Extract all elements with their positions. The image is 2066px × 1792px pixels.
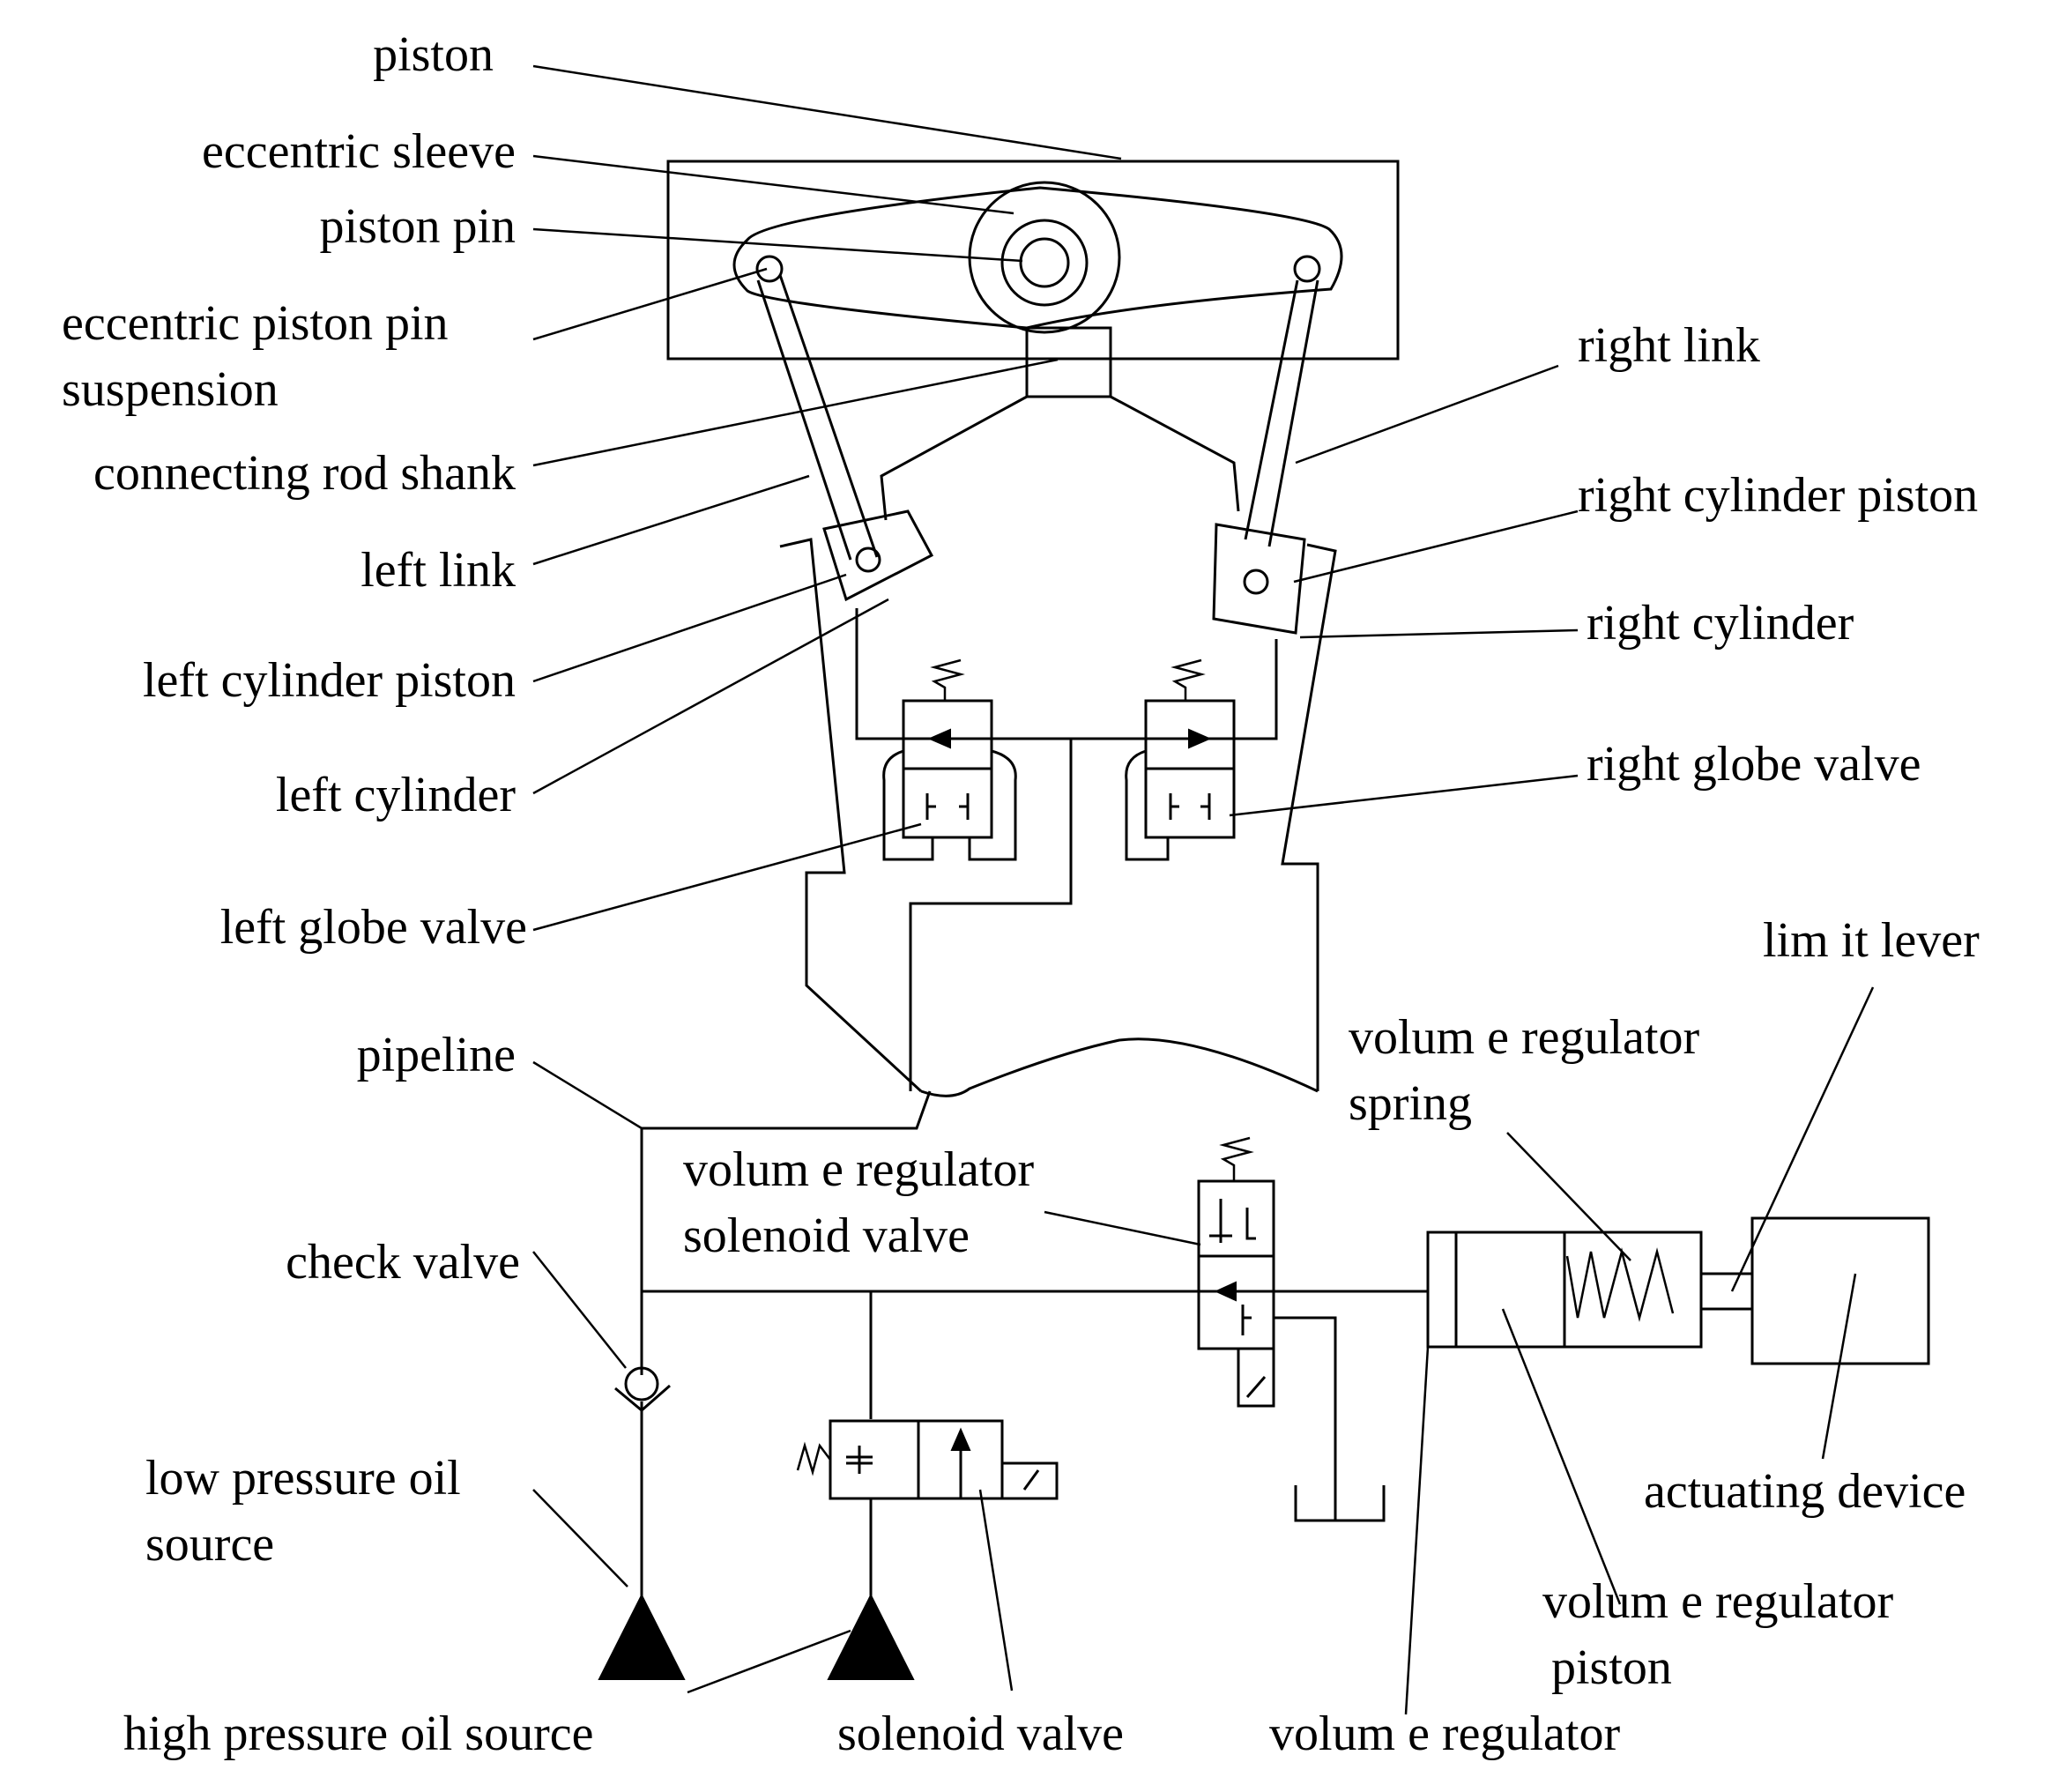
label-left-cylinder-piston: left cylinder piston: [143, 653, 516, 708]
label-solenoid-valve: solenoid valve: [837, 1706, 1124, 1761]
piston-pin: [1019, 237, 1070, 288]
right-globe-valve-symbol: [1125, 658, 1236, 861]
volume-regulator-spring-symbol: [1565, 1247, 1675, 1322]
label-volume-regulator-spring-2: spring: [1349, 1076, 1472, 1131]
low-pressure-oil-source-symbol: [598, 1593, 686, 1680]
pipeline-line: [640, 1090, 932, 1291]
piston-pin-outer: [1000, 219, 1089, 307]
solenoid-valve-symbol: [796, 1419, 1059, 1500]
label-limit-lever: lim it lever: [1763, 913, 1980, 968]
label-right-cylinder-piston: right cylinder piston: [1578, 468, 1978, 523]
label-right-cylinder: right cylinder: [1587, 596, 1854, 651]
label-low-pressure-source: source: [145, 1517, 274, 1572]
label-check-valve: check valve: [286, 1235, 520, 1290]
high-pressure-oil-source-symbol: [827, 1593, 915, 1680]
left-globe-valve-symbol: [882, 658, 1017, 861]
right-link-upper-pin: [1293, 255, 1321, 283]
connecting-rod-frame: [855, 608, 1278, 740]
label-left-link: left link: [360, 543, 516, 598]
eccentric-sleeve: [968, 181, 1121, 334]
label-left-globe-valve: left globe valve: [220, 900, 527, 955]
left-link-upper-pin: [755, 255, 784, 283]
label-low-pressure-oil: low pressure oil: [145, 1451, 461, 1506]
label-piston-pin: piston pin: [320, 199, 516, 254]
tank-symbol: [1294, 1485, 1386, 1522]
label-volume-regulator-spring-1: volum e regulator: [1349, 1010, 1699, 1065]
leader-lines: [532, 64, 1875, 1715]
label-volume-regulator: volum e regulator: [1269, 1706, 1620, 1761]
label-suspension: suspension: [62, 362, 279, 417]
check-valve-symbol: [614, 1366, 671, 1412]
label-piston: piston: [373, 27, 494, 82]
left-cylinder: [779, 509, 934, 1093]
upper-circuit: [640, 739, 1319, 1291]
label-high-pressure-oil-source: high pressure oil source: [123, 1706, 593, 1761]
left-link: [756, 274, 881, 573]
label-pipeline: pipeline: [357, 1028, 516, 1082]
connecting-rod-shank: [880, 395, 1240, 521]
eccentric-piston-pin-suspension: [732, 186, 1343, 398]
label-vr-solenoid-1: volum e regulator: [683, 1142, 1034, 1197]
label-vr-piston-2: piston: [1551, 1640, 1672, 1695]
connecting-rod: [855, 395, 1278, 740]
label-right-link: right link: [1578, 318, 1760, 373]
labels: piston eccentric sleeve piston pin eccen…: [62, 27, 1980, 1761]
label-left-cylinder: left cylinder: [276, 768, 516, 822]
label-actuating-device: actuating device: [1644, 1464, 1966, 1519]
label-vr-solenoid-2: solenoid valve: [683, 1208, 970, 1263]
right-link: [1243, 279, 1319, 595]
label-right-globe-valve: right globe valve: [1587, 737, 1921, 792]
actuating-device-symbol: [1750, 1216, 1930, 1365]
left-cylinder-piston: [822, 509, 934, 602]
lower-circuit: [640, 1290, 1428, 1604]
label-vr-piston-1: volum e regulator: [1542, 1574, 1893, 1629]
label-connecting-rod-shank: connecting rod shank: [93, 446, 516, 501]
cylinder-chamber-curve: [920, 1037, 1319, 1097]
piston-assembly: [666, 160, 1400, 398]
piston-body: [666, 160, 1400, 361]
right-cylinder-piston: [1212, 523, 1306, 635]
right-cylinder: [1212, 523, 1337, 1091]
label-eccentric-piston-pin: eccentric piston pin: [62, 296, 449, 351]
volume-regulator-solenoid-valve-symbol: [1197, 1136, 1386, 1522]
label-eccentric-sleeve: eccentric sleeve: [202, 124, 516, 179]
